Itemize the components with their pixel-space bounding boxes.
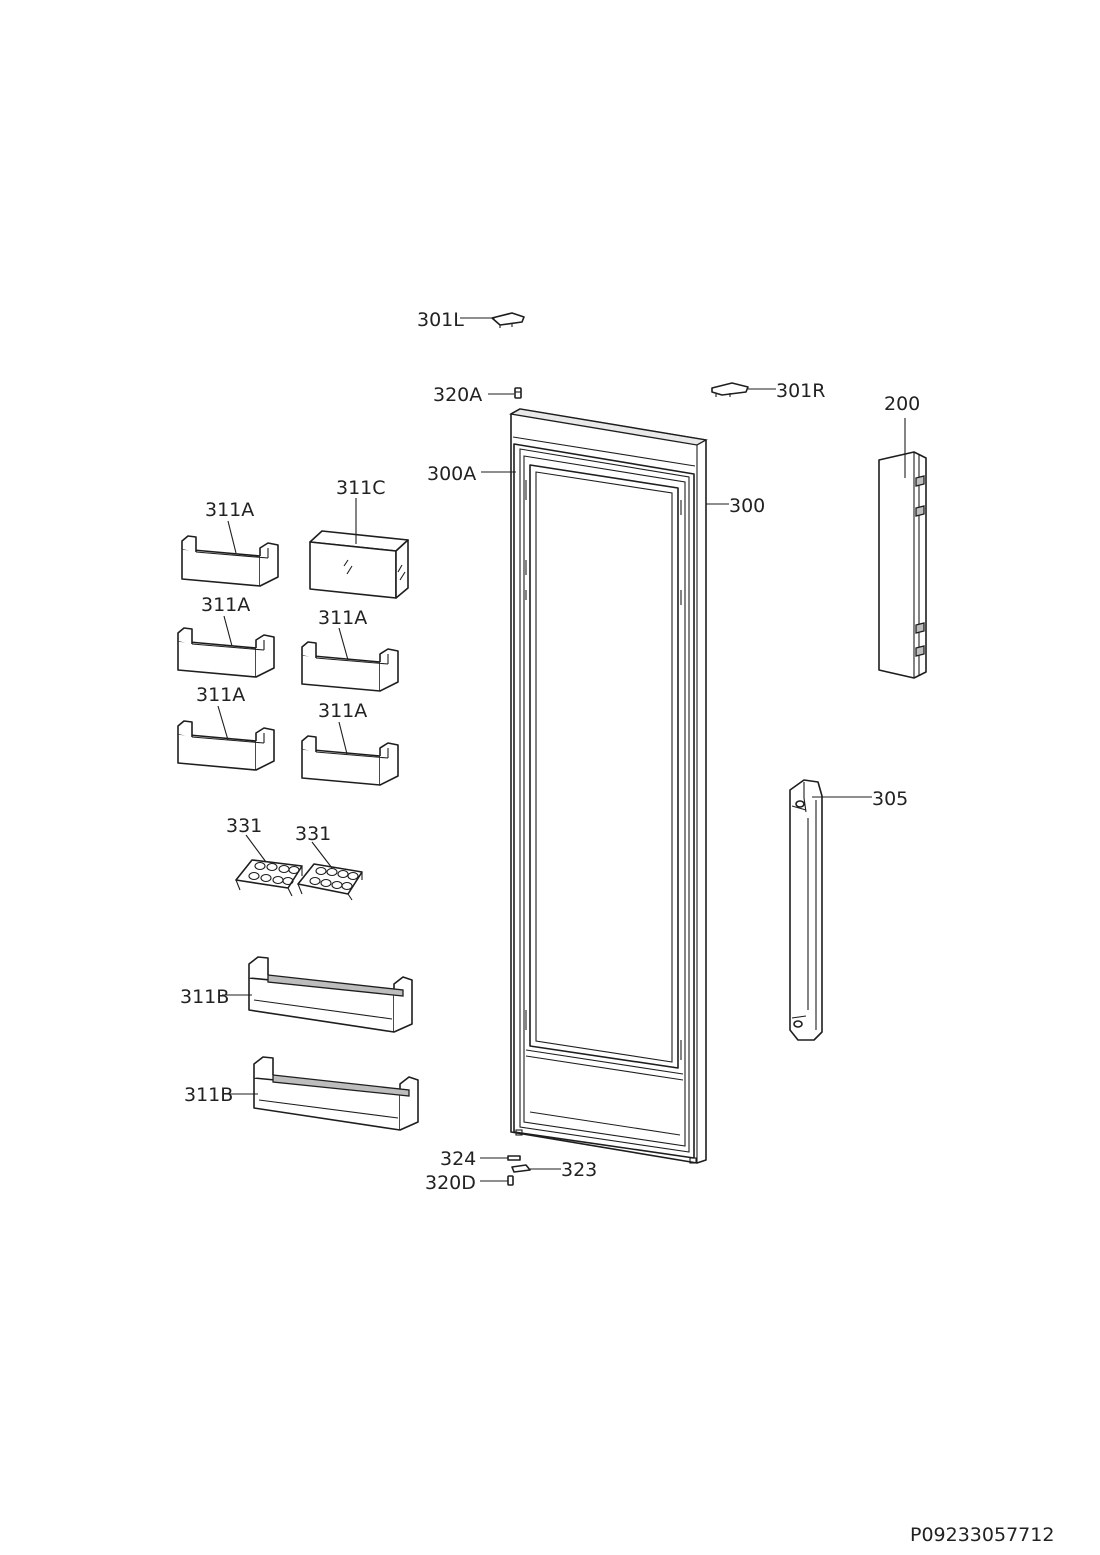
callout-311B-1: 311B: [180, 986, 229, 1008]
callout-311A-2: 311A: [201, 594, 250, 616]
part-311B-shelf-2: 311B: [184, 1056, 419, 1131]
callout-300A: 300A: [427, 463, 476, 485]
document-code: P09233057712: [910, 1524, 1054, 1546]
callout-311B-2: 311B: [184, 1084, 233, 1106]
callout-300: 300: [729, 495, 765, 517]
part-311A-shelf-4: 311A: [177, 684, 275, 771]
callout-311C: 311C: [336, 477, 386, 499]
part-300-door: 300A 300: [427, 408, 765, 1164]
callout-301R: 301R: [776, 380, 825, 402]
part-311A-shelf-3: 311A: [301, 607, 399, 692]
callout-320D: 320D: [425, 1172, 476, 1194]
part-301L: 301L: [417, 309, 525, 331]
part-331-egg-tray-1: 331: [226, 815, 303, 897]
part-320D: 320D: [425, 1172, 514, 1194]
callout-324: 324: [440, 1148, 476, 1170]
callout-311A-4: 311A: [196, 684, 245, 706]
part-331-egg-tray-2: 331: [295, 823, 363, 901]
part-311C-box: 311C: [309, 477, 409, 599]
part-311A-shelf-2: 311A: [177, 594, 275, 678]
callout-323: 323: [561, 1159, 597, 1181]
part-305-handle: 305: [789, 779, 908, 1041]
callout-200: 200: [884, 393, 920, 415]
callout-311A-5: 311A: [318, 700, 367, 722]
part-311A-shelf-1: 311A: [181, 499, 279, 587]
part-320A: 320A: [433, 384, 522, 406]
callout-311A-1: 311A: [205, 499, 254, 521]
part-311A-shelf-5: 311A: [301, 700, 399, 786]
callout-331-2: 331: [295, 823, 331, 845]
part-301R: 301R: [711, 380, 825, 402]
part-323: 323: [511, 1159, 597, 1181]
callout-331-1: 331: [226, 815, 262, 837]
callout-301L: 301L: [417, 309, 464, 331]
part-311B-shelf-1: 311B: [180, 956, 413, 1033]
callout-311A-3: 311A: [318, 607, 367, 629]
part-324: 324: [440, 1148, 521, 1170]
callout-320A: 320A: [433, 384, 482, 406]
callout-305: 305: [872, 788, 908, 810]
part-200-trim: 200: [878, 393, 927, 679]
